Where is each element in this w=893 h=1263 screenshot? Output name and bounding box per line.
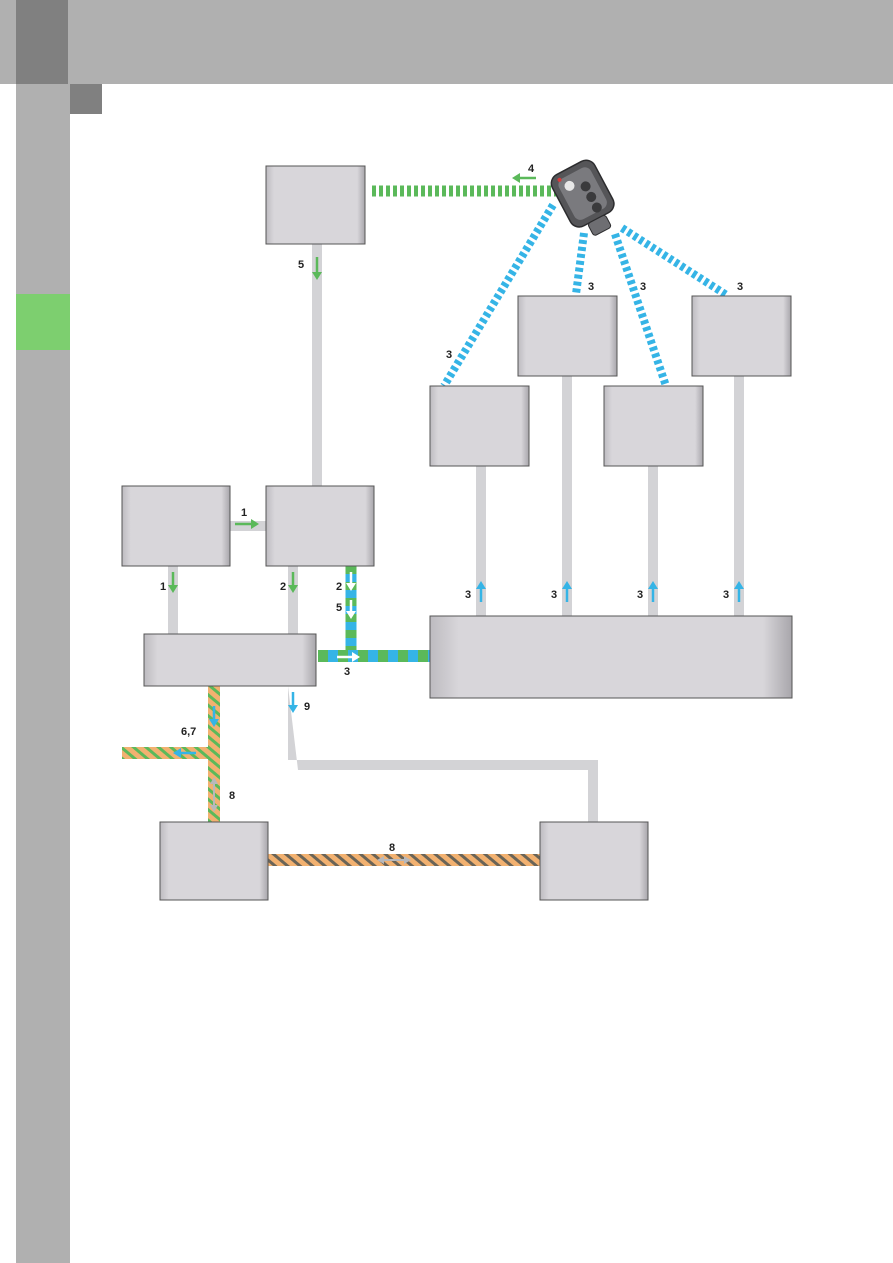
box-bottom-left	[159, 821, 269, 901]
wireless-links	[372, 185, 731, 389]
arrow-icon	[337, 652, 360, 662]
label-5-top: 5	[298, 259, 304, 271]
header-corner-block	[16, 0, 68, 84]
connector-left-to-center	[230, 521, 266, 531]
label-2-left: 2	[280, 581, 286, 593]
component-boxes	[121, 165, 793, 901]
box-left-module	[121, 485, 231, 567]
label-2-bus: 2	[336, 581, 342, 593]
data-bus	[318, 566, 430, 662]
section-tab	[16, 294, 70, 350]
connector-out4	[734, 376, 744, 616]
arrow-icon	[288, 692, 298, 713]
arrow-icon	[210, 777, 411, 864]
connector-out3	[648, 466, 658, 616]
box-top-receiver	[265, 165, 366, 245]
wireless-antenna-4	[619, 224, 731, 300]
box-access-control	[429, 615, 793, 699]
wireless-antenna-2	[572, 232, 588, 295]
label-3-antenna1: 3	[446, 349, 452, 361]
connector-out1	[476, 466, 486, 616]
diagram-labels: 4 5 1 1 2 2 5 3 3 3 3 3 3 3 3 3 9 6,7 8 …	[160, 163, 743, 854]
box-gateway	[143, 633, 317, 687]
signal-arrows	[168, 173, 744, 864]
label-5-bus: 5	[336, 602, 342, 614]
label-3-out3: 3	[637, 589, 643, 601]
connector-top-to-center	[312, 244, 322, 486]
label-6-7: 6,7	[181, 726, 196, 738]
connector-lower-path	[288, 686, 598, 822]
arrow-icon	[168, 572, 178, 593]
car-key-icon	[550, 159, 615, 236]
arrow-icon	[288, 572, 298, 593]
label-8-horizontal: 8	[389, 842, 395, 854]
wireless-antenna-3	[611, 232, 670, 388]
label-3-out1: 3	[465, 589, 471, 601]
arrow-icon	[235, 519, 259, 529]
arrow-icon	[346, 572, 356, 619]
header-marker-square	[70, 84, 102, 114]
arrow-icon	[173, 706, 219, 758]
box-antenna-3	[603, 385, 704, 467]
box-antenna-4	[691, 295, 792, 377]
label-3-antenna2: 3	[588, 281, 594, 293]
label-3-bus: 3	[344, 666, 350, 678]
box-antenna-2	[517, 295, 618, 377]
connector-center-down	[288, 566, 298, 634]
gray-connectors	[168, 244, 744, 822]
connector-out2	[562, 376, 572, 616]
box-antenna-1	[429, 385, 530, 467]
arrow-icon	[476, 581, 744, 602]
header-bar	[0, 0, 893, 84]
label-3-out2: 3	[551, 589, 557, 601]
label-3-out4: 3	[723, 589, 729, 601]
arrow-icon	[312, 257, 322, 280]
label-8-vertical: 8	[229, 790, 235, 802]
arrow-icon	[512, 173, 536, 183]
label-4: 4	[528, 163, 535, 175]
wireless-antenna-1	[440, 202, 557, 389]
label-9: 9	[304, 701, 310, 713]
label-3-antenna3: 3	[640, 281, 646, 293]
box-bottom-right	[539, 821, 649, 901]
box-center-module	[265, 485, 375, 567]
label-1-down: 1	[160, 581, 166, 593]
side-strip	[16, 84, 70, 1263]
label-1-right: 1	[241, 507, 247, 519]
connector-left-down	[168, 566, 178, 634]
label-3-antenna4: 3	[737, 281, 743, 293]
